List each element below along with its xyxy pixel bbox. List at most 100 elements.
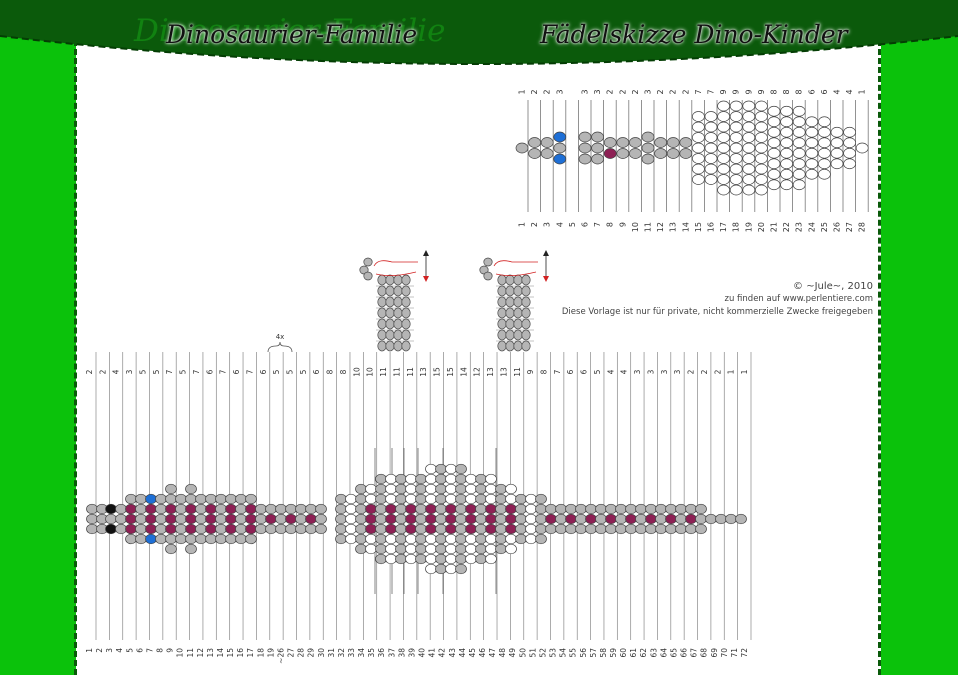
row-number: 3 — [543, 222, 552, 227]
bead — [717, 184, 730, 196]
bead — [393, 296, 403, 308]
row-number: 64 — [659, 648, 668, 658]
bead — [679, 148, 693, 159]
row-number: 29 — [307, 648, 316, 658]
row-number: 2 — [95, 648, 104, 653]
bead — [377, 285, 387, 297]
row-number: 15 — [694, 222, 703, 232]
thread-path — [375, 271, 417, 276]
bead — [603, 148, 617, 159]
bead — [704, 174, 718, 185]
row-number: 54 — [559, 648, 568, 658]
top-count: 5 — [593, 369, 602, 374]
row-number: 11 — [644, 222, 653, 232]
bead — [497, 318, 507, 330]
bead — [704, 163, 718, 175]
bead — [755, 121, 768, 133]
bead — [603, 137, 617, 148]
bead — [483, 271, 493, 281]
row-number: 32 — [337, 648, 346, 658]
arrow-head — [423, 250, 429, 256]
bead — [729, 153, 743, 164]
bead — [455, 463, 467, 475]
bead — [704, 121, 718, 133]
bead — [377, 318, 387, 330]
row-number: 46 — [478, 648, 487, 658]
top-count: 2 — [669, 89, 678, 94]
top-count: 3 — [673, 369, 682, 374]
top-count: 2 — [687, 369, 696, 374]
row-number: 13 — [669, 222, 678, 232]
bead — [553, 142, 567, 154]
bead — [497, 285, 507, 297]
row-number: 3 — [105, 648, 114, 653]
bead — [780, 137, 793, 149]
bead — [695, 523, 707, 535]
top-count: 8 — [339, 369, 348, 374]
bead — [535, 533, 547, 545]
row-number: 37 — [387, 648, 396, 658]
row-number: 31 — [327, 648, 336, 658]
row-number: 15 — [226, 648, 235, 658]
top-count: 2 — [606, 89, 615, 94]
thread-path — [495, 271, 537, 276]
top-count: 5 — [272, 369, 281, 374]
top-count: 3 — [581, 89, 590, 94]
row-number: 17 — [719, 222, 728, 232]
bead — [513, 318, 523, 330]
top-count: 12 — [473, 367, 482, 377]
bead — [729, 174, 743, 185]
row-number: 58 — [599, 648, 608, 658]
bead — [505, 307, 515, 319]
bead — [729, 132, 743, 143]
bead — [742, 111, 756, 122]
bead — [792, 179, 806, 191]
bead — [729, 100, 743, 112]
bead — [767, 137, 781, 149]
bead — [505, 340, 515, 352]
bead — [692, 163, 705, 175]
row-number: 35 — [367, 648, 376, 658]
copyright-text: © ~Jule~, 2010 — [793, 281, 873, 292]
bead — [767, 168, 781, 180]
bead — [629, 137, 642, 148]
bead — [780, 179, 793, 191]
bead — [755, 184, 768, 196]
row-number: 49 — [508, 648, 517, 658]
bead — [483, 257, 493, 267]
bead — [767, 158, 781, 170]
bead — [521, 329, 531, 341]
top-count: 2 — [681, 89, 690, 94]
bead — [792, 158, 806, 170]
row-number: 63 — [649, 648, 658, 658]
row-number: 65 — [669, 648, 678, 658]
bead — [717, 111, 730, 122]
bead — [393, 307, 403, 319]
row-number: 17 — [246, 648, 255, 658]
row-number: 34 — [357, 648, 366, 658]
bead — [578, 153, 592, 165]
bead — [485, 553, 497, 565]
bead — [513, 307, 523, 319]
top-count: 7 — [219, 369, 228, 374]
top-count: 13 — [499, 367, 508, 377]
row-number: 5 — [125, 648, 134, 653]
bead — [792, 147, 806, 159]
top-count: 7 — [165, 369, 174, 374]
row-number: 16 — [236, 648, 245, 658]
bead — [742, 174, 756, 185]
bead — [805, 116, 819, 128]
bead — [513, 274, 523, 286]
bead — [401, 285, 411, 297]
row-number: 52 — [538, 648, 547, 658]
row-number: 28 — [297, 648, 306, 658]
row-number: ~26 — [276, 648, 285, 664]
row-number: 12 — [656, 222, 665, 232]
row-number: 67 — [690, 648, 699, 658]
bead — [385, 318, 395, 330]
row-number: 1 — [85, 648, 94, 653]
row-number: 18 — [732, 222, 741, 232]
bead — [363, 257, 373, 267]
top-count: 4 — [112, 369, 121, 374]
top-count: 8 — [539, 369, 548, 374]
